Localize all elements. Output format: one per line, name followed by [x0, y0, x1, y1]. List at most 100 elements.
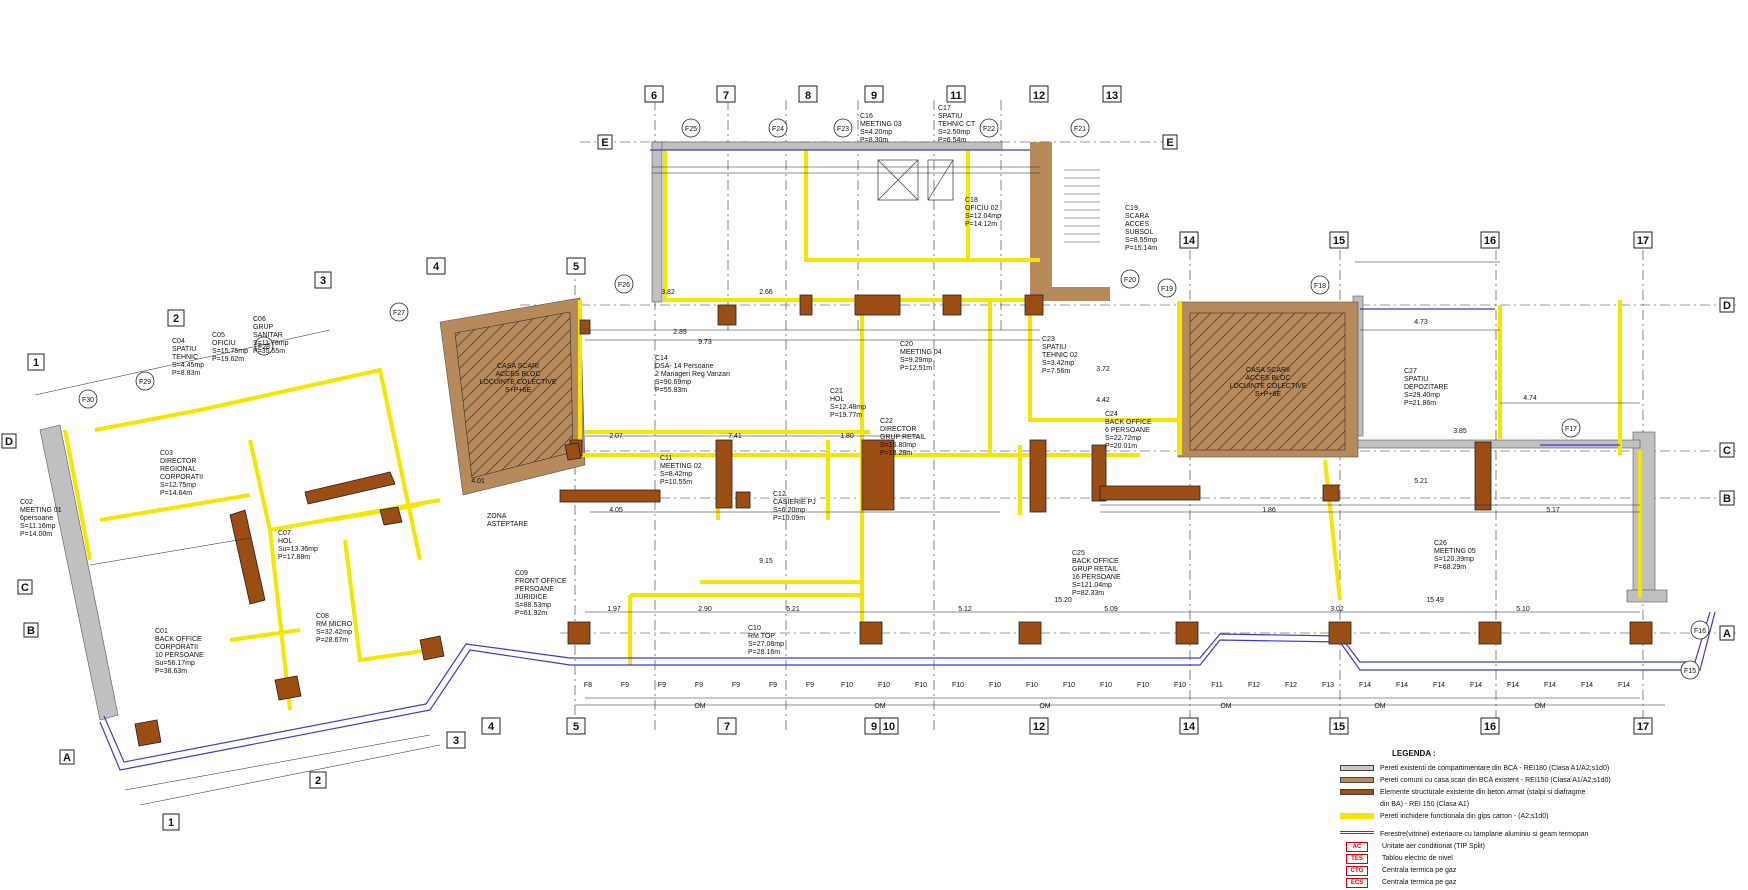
room-label-line: 6persoane [20, 515, 53, 522]
window-tag: F18 [1314, 283, 1326, 290]
row-label: B [27, 625, 35, 637]
facade-window-tag: F10 [1174, 682, 1186, 689]
window-tag: F15 [1684, 668, 1696, 675]
room-label-line: P=68.29m [1434, 564, 1466, 571]
room-label-line: P=14.64m [160, 490, 192, 497]
room-label-line: JURIDICE [515, 594, 548, 601]
room-label-line: C27 [1404, 368, 1417, 375]
room-label-line: S=3.42mp [1042, 360, 1074, 367]
dimension-value: 15.20 [1054, 597, 1072, 604]
room-label-line: Su=56.17mp [155, 660, 195, 667]
room-label-line: C18 [965, 197, 978, 204]
axis-markers-mid [426, 231, 1653, 275]
room-label-line: C08 [316, 613, 329, 620]
facade-window-tag: F8 [584, 682, 592, 689]
room-label-line: S+P+6E [1255, 391, 1281, 398]
axis-markers-top [644, 85, 1122, 103]
room-label-line: ACCES BLOC [495, 371, 540, 378]
dimension-value: 15.49 [1426, 597, 1444, 604]
room-label-line: ACCES [1125, 221, 1149, 228]
room-label-line: SANITAR [253, 332, 283, 339]
dimension-value: 3.85 [1453, 428, 1467, 435]
room-label-line: BACK OFFICE [1072, 558, 1119, 565]
legend-swatch-glazing [1340, 831, 1374, 834]
axis-label-bottom-left: 2 [315, 775, 321, 787]
room-label-line: C01 [155, 628, 168, 635]
room-label-line: TEHNIC CT [938, 121, 976, 128]
room-label-line: C12 [773, 491, 786, 498]
room-label-line: SPATIU [1042, 344, 1066, 351]
axis-label-top: 12 [1033, 90, 1045, 102]
facade-window-tag: F12 [1248, 682, 1260, 689]
facade-window-tag: F9 [806, 682, 814, 689]
dimension-value: 4.42 [1096, 397, 1110, 404]
facade-window-tag: F9 [621, 682, 629, 689]
facade-window-tag: F10 [915, 682, 927, 689]
dimension-value: 4.01 [471, 478, 485, 485]
legend-text: Ferestre(vitrine) exteriaore cu tamplari… [1380, 831, 1589, 838]
legend-text: Tablou electric de nivel [1382, 855, 1453, 862]
legend-row: Ferestre(vitrine) exteriaore cu tamplari… [1340, 830, 1720, 842]
facade-window-tag: F13 [1322, 682, 1334, 689]
axis-label-bottom: 14 [1183, 721, 1196, 733]
room-label-line: S=27.08mp [748, 641, 784, 648]
dimension-value: 3.72 [1096, 366, 1110, 373]
room-label-line: P=17.88m [278, 554, 310, 561]
room-label-line: RM MICRO [316, 621, 353, 628]
axis-label-bottom-left: 1 [168, 817, 174, 829]
window-tag: F29 [139, 379, 151, 386]
room-label-line: CORPORATII [155, 644, 198, 651]
dimension-value: 5.21 [786, 606, 800, 613]
room-label-line: C17 [938, 105, 951, 112]
room-label-line: DIRECTOR [160, 458, 196, 465]
room-label-line: C07 [278, 530, 291, 537]
dimension-value: 9.73 [698, 339, 712, 346]
row-label: D [1723, 300, 1731, 312]
room-label-line: P=82.33m [1072, 590, 1104, 597]
dimension-value: 5.09 [1104, 606, 1118, 613]
room-label-line: C04 [172, 338, 185, 345]
room-label-line: C10 [748, 625, 761, 632]
window-tag: F19 [1161, 286, 1173, 293]
room-label-line: GRUP RETAIL [1072, 566, 1118, 573]
room-label-line: GRUP [253, 324, 274, 331]
room-label-line: S=12.04mp [965, 213, 1001, 220]
room-label-line: FRONT OFFICE [515, 578, 567, 585]
facade-glazing [99, 149, 1716, 771]
stair-core-right [1177, 301, 1359, 458]
dimension-value: 4.05 [609, 507, 623, 514]
room-label-line: S=2.50mp [938, 129, 970, 136]
room-label-line: REGIONAL [160, 466, 196, 473]
legend-swatch [1340, 801, 1374, 807]
legend-title: LEGENDA : [1392, 749, 1436, 758]
room-label-line: C14 [655, 355, 668, 362]
row-label: A [1723, 628, 1731, 640]
axis-label-mid: 4 [433, 261, 440, 273]
room-label-line: 10 PERSOANE [155, 652, 204, 659]
legend-row: Pereti comuni cu casa scari din BCA exis… [1340, 776, 1720, 788]
dimension-value: 4.73 [1414, 319, 1428, 326]
facade-window-tag: F10 [989, 682, 1001, 689]
gypsum-partitions [63, 150, 1642, 711]
room-label-line: C23 [1042, 336, 1055, 343]
room-label-line: P=28.16m [748, 649, 780, 656]
axis-label-bottom: 16 [1484, 721, 1496, 733]
room-label-line: C19 [1125, 205, 1138, 212]
room-label-line: SUBSOL [1125, 229, 1154, 236]
room-label-line: S=22.72mp [1105, 435, 1141, 442]
